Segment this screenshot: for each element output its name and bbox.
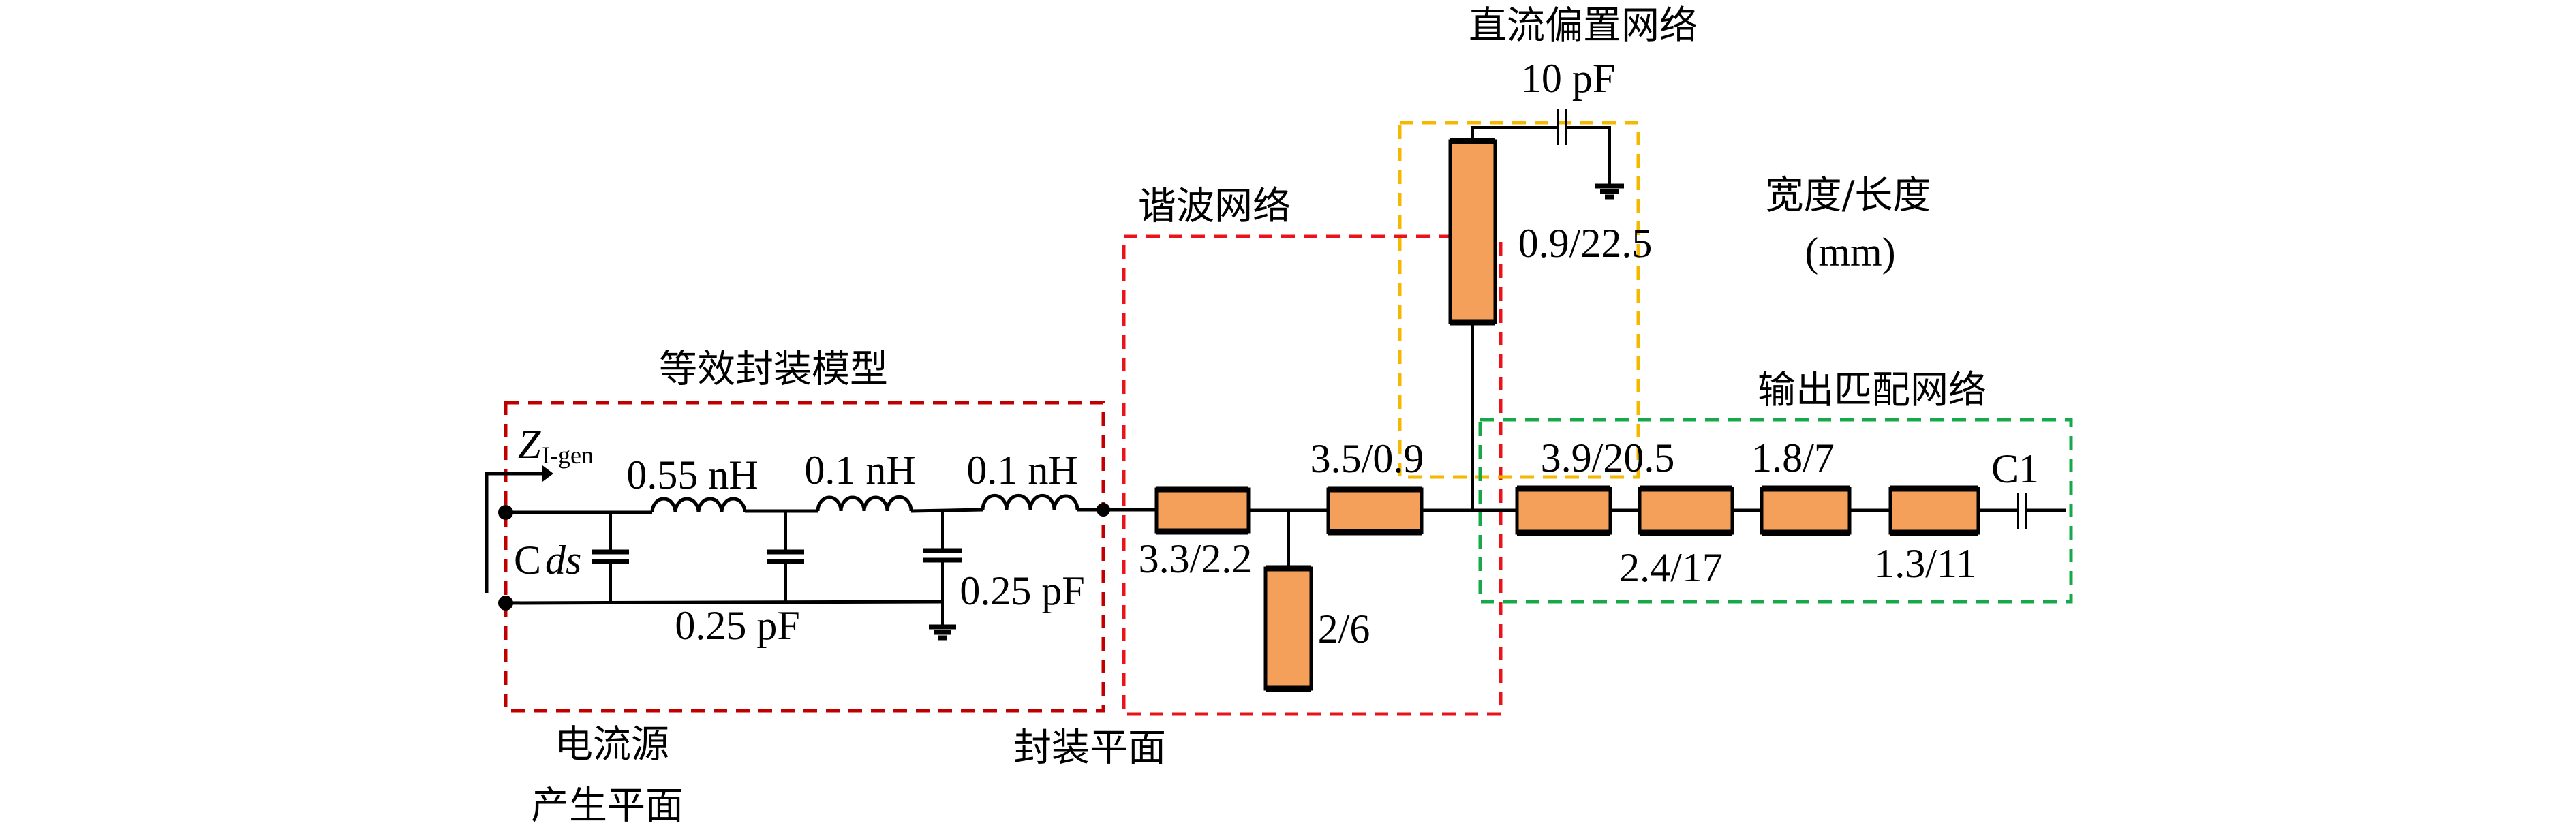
legend-width-length: 宽度/长度 (1766, 174, 1931, 218)
tl-output-1-label: 3.9/20.5 (1541, 435, 1675, 480)
capacitor-c1-icon (2017, 493, 2027, 529)
capacitor-2-icon (767, 512, 804, 602)
legend-unit-mm: (mm) (1805, 230, 1895, 275)
tl-output-2 (1638, 487, 1734, 535)
package-plane-node (1097, 503, 1110, 517)
dc-bias-wire (1567, 126, 1611, 186)
capacitor-3-icon (923, 510, 962, 627)
output-matching-network-title: 输出匹配网络 (1758, 369, 1987, 413)
impedance-subscript: I-gen (542, 442, 594, 469)
current-source-plane-label-2: 产生平面 (531, 784, 684, 829)
tl-harmonic-series-2-label: 3.5/0.9 (1310, 436, 1424, 481)
wire (505, 600, 943, 605)
wire (910, 508, 983, 513)
inductor-2-label: 0.1 nH (804, 448, 915, 493)
dc-bias-wire (1471, 126, 1557, 141)
tl-output-4 (1888, 487, 1980, 535)
inductor-1-label: 0.55 nH (626, 452, 758, 497)
capacitor-cds-icon (592, 512, 629, 603)
capacitor-10pf-label: 10 pF (1521, 56, 1615, 101)
dc-bias-network-title: 直流偏置网络 (1469, 4, 1698, 48)
ground-icon (929, 624, 956, 641)
inductor-1-icon (650, 497, 747, 513)
cap-bottom-label: 0.25 pF (675, 603, 799, 648)
cds-label-c: C (514, 538, 541, 583)
ground-icon (1595, 183, 1624, 200)
capacitor-c1-label: C1 (1991, 446, 2039, 491)
impedance-label: Z (518, 422, 541, 467)
tl-harmonic-stub (1263, 566, 1313, 691)
capacitor-10pf-icon (1557, 109, 1567, 145)
tl-output-3 (1760, 487, 1852, 535)
harmonic-network-title: 谐波网络 (1138, 185, 1291, 229)
tl-harmonic-series-2 (1326, 487, 1424, 534)
current-source-plane-label-1: 电流源 (555, 723, 669, 767)
impedance-arrow-line (485, 472, 545, 593)
inductor-2-icon (816, 495, 913, 512)
dc-bias-network-box (1398, 121, 1640, 479)
cap-right-label: 0.25 pF (960, 568, 1084, 613)
tl-output-2-label: 2.4/17 (1619, 545, 1723, 590)
tl-output-3-label: 1.8/7 (1751, 435, 1835, 480)
package-model-title: 等效封装模型 (659, 348, 888, 392)
inductor-3-label: 0.1 nH (966, 448, 1077, 493)
tl-dc-bias (1448, 139, 1497, 324)
tl-harmonic-stub-label: 2/6 (1318, 606, 1370, 651)
tl-dc-bias-label: 0.9/22.5 (1518, 221, 1653, 266)
arrow-head-icon (542, 465, 553, 482)
output-matching-network-box (1478, 418, 2073, 604)
inductor-3-icon (981, 493, 1079, 510)
package-plane-label: 封装平面 (1013, 726, 1166, 771)
package-model-box (504, 401, 1105, 713)
cds-label-ds: ds (545, 538, 581, 583)
tl-output-1 (1515, 487, 1612, 535)
tl-harmonic-series-1-label: 3.3/2.2 (1139, 536, 1253, 581)
tl-output-4-label: 1.3/11 (1874, 541, 1976, 586)
tl-harmonic-series-1 (1154, 487, 1251, 534)
